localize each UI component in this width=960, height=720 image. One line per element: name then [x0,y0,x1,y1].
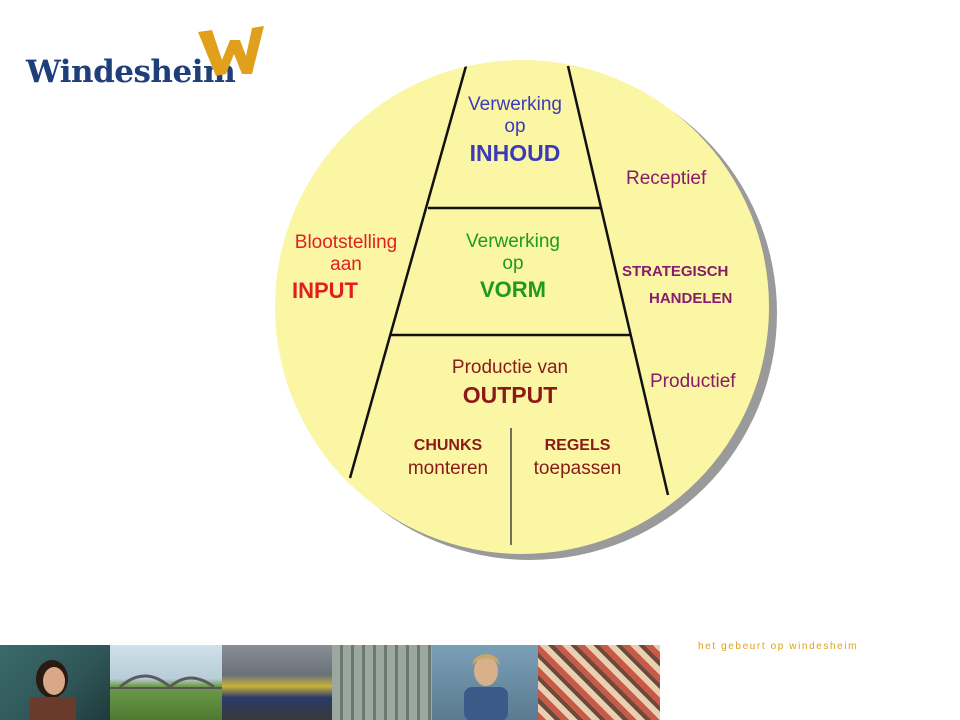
trapezoid-right-edge [566,65,670,496]
bottom-right-sub-label: REGELS toepassen [520,437,635,480]
receptief-label: Receptief [626,168,707,189]
bottom-line2: OUTPUT [462,381,558,408]
photo-building [332,645,432,720]
blootstelling-text: Blootstelling [294,232,398,253]
top-section-label: Verwerking op INHOUD [440,94,590,166]
handelen-text: HANDELEN [649,290,733,308]
footer-tagline: het gebeurt op windesheim [698,641,859,652]
logo-w-mark-icon [198,26,264,76]
left-input-label: Blootstelling aan INPUT [280,232,412,303]
toepassen-text: toepassen [533,458,622,480]
top-line1: Verwerking [468,94,562,115]
photo-bridge-landscape [110,645,222,720]
middle-line1: Verwerking [466,231,560,252]
regels-text: REGELS [544,437,611,454]
bottom-left-sub-label: CHUNKS monteren [393,437,503,480]
photo-student-portrait [432,645,538,720]
photo-train-station [222,645,332,720]
logo-text: Windesheim [26,54,236,90]
middle-line2: op [502,252,524,274]
windesheim-logo: Windesheim [24,24,274,94]
trapezoid-left-edge [348,65,468,479]
top-line2: op [504,115,526,137]
input-text: INPUT [292,277,358,303]
chunks-text: CHUNKS [413,437,483,454]
strategisch-text: STRATEGISCH [622,263,729,280]
middle-section-label: Verwerking op VORM [438,231,588,302]
photo-terrace-crowd [538,645,660,720]
strategisch-label: STRATEGISCH HANDELEN [622,263,732,308]
aan-text: aan [330,253,362,275]
photo-student-chalkboard [0,645,110,720]
monteren-text: monteren [407,458,489,480]
photo-strip [0,645,660,720]
circle-background [275,60,769,554]
middle-line3: VORM [480,276,546,302]
bottom-line1: Productie van [451,357,569,378]
top-line3: INHOUD [469,139,561,166]
productief-label: Productief [650,371,736,392]
bottom-section-label: Productie van OUTPUT [425,357,595,408]
